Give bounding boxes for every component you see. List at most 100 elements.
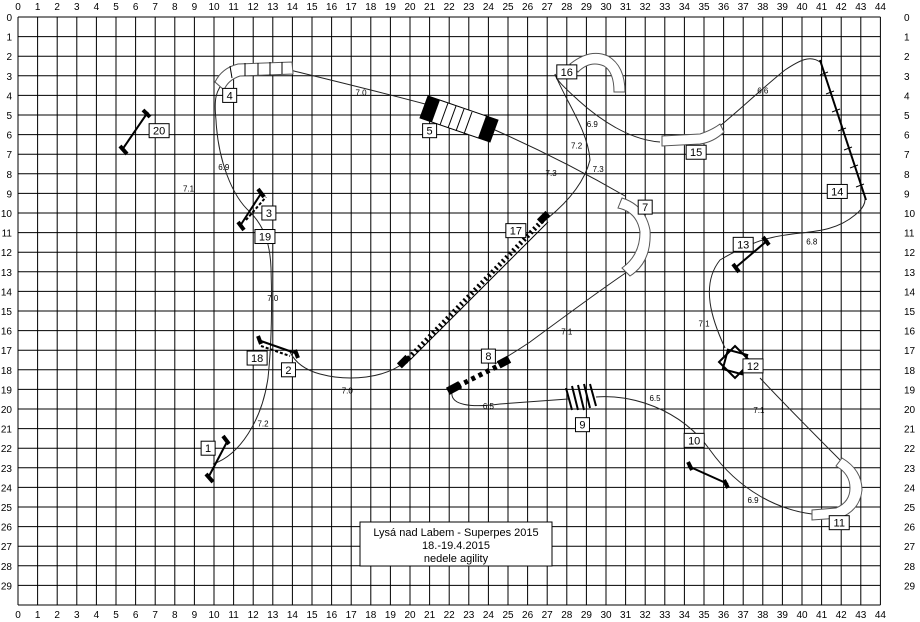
y-tick-label: 27 — [1, 542, 13, 553]
y-tick-label: 24 — [904, 483, 916, 494]
y-tick-label: 0 — [6, 13, 12, 24]
obstacle-number-text: 20 — [153, 126, 165, 138]
y-tick-label: 11 — [904, 229, 915, 240]
obstacle-number-13: 13 — [732, 236, 754, 252]
y-tick-label: 1 — [904, 33, 910, 44]
distance-label: 6.5 — [483, 402, 495, 411]
x-tick-label: 27 — [542, 610, 554, 621]
distance-label: 7.3 — [546, 169, 558, 178]
obstacle-number-17: 17 — [505, 223, 527, 239]
obstacle-number-text: 16 — [561, 67, 573, 79]
x-tick-label: 3 — [74, 610, 80, 621]
y-tick-label: 22 — [904, 444, 916, 455]
x-tick-label: 2 — [54, 610, 60, 621]
distance-label: 6.9 — [747, 496, 759, 505]
x-tick-label: 38 — [757, 2, 769, 13]
x-tick-label: 16 — [326, 2, 338, 13]
x-tick-label: 42 — [836, 2, 848, 13]
y-tick-label: 6 — [904, 131, 910, 142]
x-tick-label: 37 — [738, 2, 750, 13]
obstacle-number-text: 4 — [227, 90, 233, 102]
obstacle-number-box — [280, 362, 296, 378]
y-tick-label: 3 — [6, 72, 12, 83]
y-tick-label: 4 — [904, 91, 910, 102]
path-segment-table12-to-jump13 — [708, 237, 771, 349]
x-tick-label: 26 — [522, 2, 534, 13]
x-tick-label: 11 — [228, 2, 239, 13]
x-tick-label: 18 — [365, 2, 377, 13]
y-tick-label: 13 — [904, 268, 916, 279]
obstacle-number-box — [254, 229, 276, 245]
y-tick-label: 2 — [904, 52, 910, 63]
title-line-2: 18.-19.4.2015 — [422, 540, 490, 552]
tunnel-obstacle — [214, 61, 294, 91]
obstacle-number-text: 5 — [427, 126, 433, 138]
y-tick-label: 12 — [1, 248, 13, 259]
x-tick-label: 36 — [718, 2, 730, 13]
y-tick-label: 3 — [904, 72, 910, 83]
jump-obstacle — [731, 235, 771, 274]
y-tick-label: 9 — [904, 189, 910, 200]
path-segment-aframe-to-tunnel7 — [494, 129, 626, 197]
obstacle-number-11: 11 — [828, 515, 850, 531]
obstacle-number-box — [480, 348, 496, 364]
x-tick-label: 44 — [875, 2, 887, 13]
title-line-3: nedele agility — [424, 553, 489, 565]
x-tick-label: 25 — [502, 2, 514, 13]
obstacle-number-9: 9 — [574, 417, 590, 433]
course-grid — [17, 16, 881, 606]
x-tick-label: 0 — [15, 610, 21, 621]
y-tick-label: 17 — [1, 346, 13, 357]
x-tick-label: 34 — [679, 2, 691, 13]
x-tick-label: 8 — [172, 610, 178, 621]
y-tick-label: 23 — [1, 464, 13, 475]
x-tick-label: 32 — [640, 2, 652, 13]
y-tick-label: 20 — [1, 405, 13, 416]
x-tick-label: 40 — [796, 2, 808, 13]
x-tick-label: 4 — [94, 2, 100, 13]
x-tick-label: 23 — [463, 610, 475, 621]
x-tick-label: 35 — [698, 2, 710, 13]
y-tick-label: 11 — [2, 229, 13, 240]
y-tick-label: 18 — [1, 366, 13, 377]
y-tick-label: 4 — [6, 91, 12, 102]
y-tick-label: 28 — [904, 562, 916, 573]
y-tick-label: 16 — [904, 327, 916, 338]
x-tick-label: 18 — [365, 610, 377, 621]
tunnel-obstacle — [661, 123, 725, 147]
jump-obstacle — [204, 434, 231, 484]
y-tick-label: 26 — [1, 523, 13, 534]
x-tick-label: 12 — [248, 610, 260, 621]
obstacle-number-2: 2 — [280, 362, 296, 378]
x-tick-label: 3 — [74, 2, 80, 13]
x-tick-label: 13 — [267, 610, 279, 621]
x-tick-label: 22 — [444, 610, 456, 621]
jump-obstacle — [118, 108, 152, 156]
path-segment-weave8-to-tire9 — [451, 391, 569, 407]
path-segment-jump13-to-walk14 — [769, 189, 866, 239]
distance-label: 6.5 — [649, 394, 661, 403]
obstacle-number-text: 12 — [747, 361, 759, 373]
x-tick-label: 26 — [522, 610, 534, 621]
x-tick-label: 15 — [306, 610, 318, 621]
dog-walk-obstacle — [819, 59, 867, 201]
y-tick-label: 15 — [904, 307, 916, 318]
obstacles — [118, 52, 867, 521]
x-tick-label: 9 — [192, 2, 198, 13]
obstacle-number-box — [685, 144, 707, 160]
x-tick-label: 28 — [561, 2, 573, 13]
x-tick-label: 1 — [35, 2, 41, 13]
distance-label: 7.2 — [571, 141, 583, 150]
obstacle-number-box — [505, 223, 527, 239]
distance-label: 6.9 — [587, 120, 599, 129]
distance-label: 7.0 — [355, 88, 367, 97]
weave-poles-obstacle — [396, 210, 551, 369]
x-tick-label: 44 — [875, 610, 887, 621]
x-tick-label: 16 — [326, 610, 338, 621]
obstacle-number-text: 3 — [266, 208, 272, 220]
x-tick-label: 17 — [346, 610, 358, 621]
obstacle-number-box — [246, 350, 268, 366]
distance-label: 7.1 — [183, 184, 195, 193]
x-tick-label: 15 — [306, 2, 318, 13]
y-tick-label: 10 — [904, 209, 916, 220]
